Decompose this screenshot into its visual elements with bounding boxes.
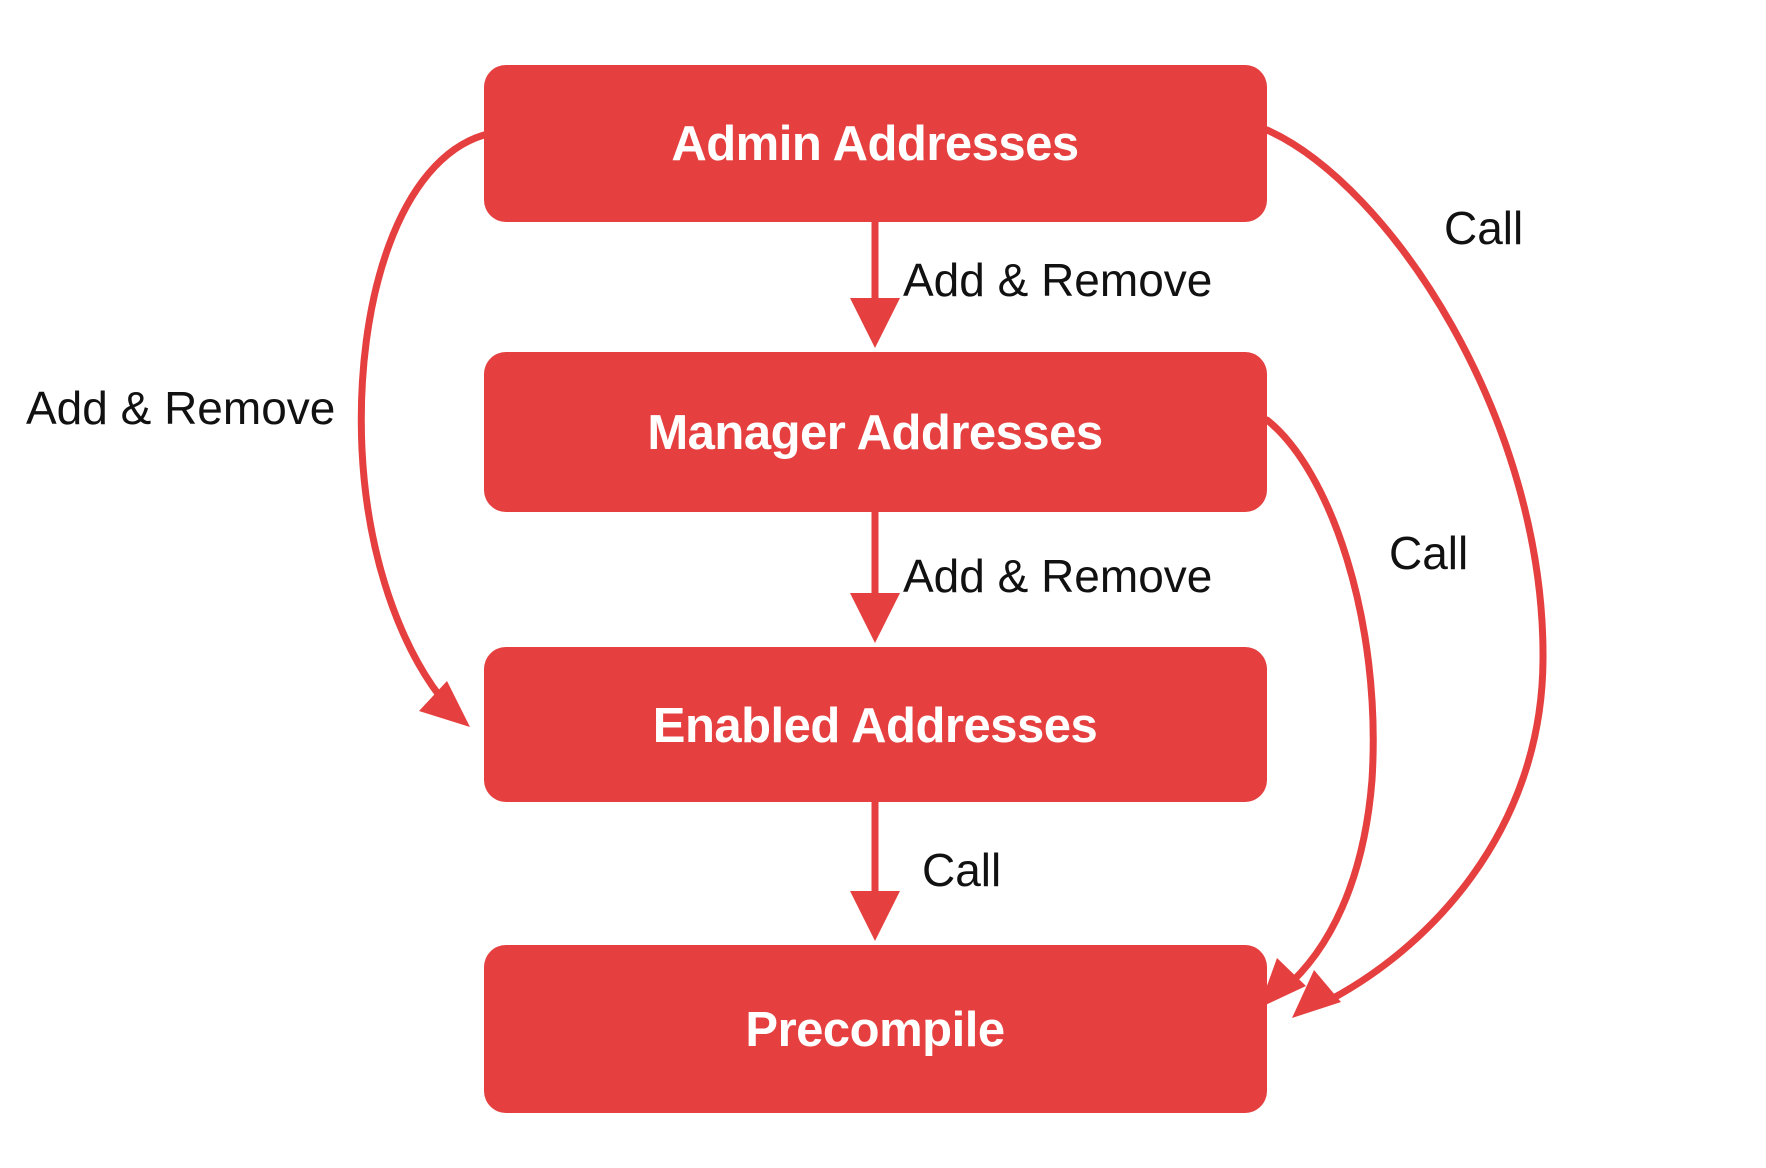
node-enabled-addresses[interactable]: Enabled Addresses — [484, 647, 1267, 802]
edge-admin-to-precompile-arrowhead — [1292, 970, 1341, 1018]
edge-manager-to-enabled — [850, 508, 900, 643]
node-admin-addresses-label: Admin Addresses — [671, 117, 1078, 171]
edge-admin-to-manager — [850, 218, 900, 348]
node-enabled-addresses-rect[interactable] — [484, 647, 1267, 802]
node-manager-addresses[interactable]: Manager Addresses — [484, 352, 1267, 512]
edge-label-manager-to-enabled: Add & Remove — [903, 550, 1212, 602]
edge-label-admin-to-enabled: Add & Remove — [26, 382, 335, 434]
edge-label-manager-to-precompile: Call — [1389, 527, 1468, 579]
edge-manager-to-enabled-arrowhead — [850, 593, 900, 643]
edge-admin-to-precompile — [1263, 126, 1547, 1018]
edge-label-admin-to-manager: Add & Remove — [903, 254, 1212, 306]
edge-admin-to-manager-arrowhead — [850, 298, 900, 348]
node-precompile[interactable]: Precompile — [484, 945, 1267, 1113]
edge-admin-to-enabled-arrowhead — [419, 681, 470, 727]
edge-enabled-to-precompile — [850, 798, 900, 941]
edge-admin-to-enabled-path — [357, 131, 488, 709]
edge-manager-to-precompile-path — [1263, 416, 1377, 994]
node-admin-addresses-rect[interactable] — [484, 65, 1267, 222]
edge-enabled-to-precompile-arrowhead — [850, 891, 900, 941]
node-admin-addresses[interactable]: Admin Addresses — [484, 65, 1267, 222]
node-precompile-label: Precompile — [745, 1003, 1004, 1057]
edge-manager-to-precompile-arrowhead — [1259, 958, 1306, 1008]
edge-admin-to-enabled — [357, 131, 488, 727]
edge-admin-to-precompile-path — [1263, 126, 1547, 1009]
node-manager-addresses-label: Manager Addresses — [647, 406, 1102, 460]
edge-label-admin-to-precompile: Call — [1444, 202, 1523, 254]
node-enabled-addresses-label: Enabled Addresses — [653, 699, 1097, 753]
node-precompile-rect[interactable] — [484, 945, 1267, 1113]
edge-manager-to-precompile — [1259, 416, 1377, 1008]
edge-label-enabled-to-precompile: Call — [922, 844, 1001, 896]
node-manager-addresses-rect[interactable] — [484, 352, 1267, 512]
